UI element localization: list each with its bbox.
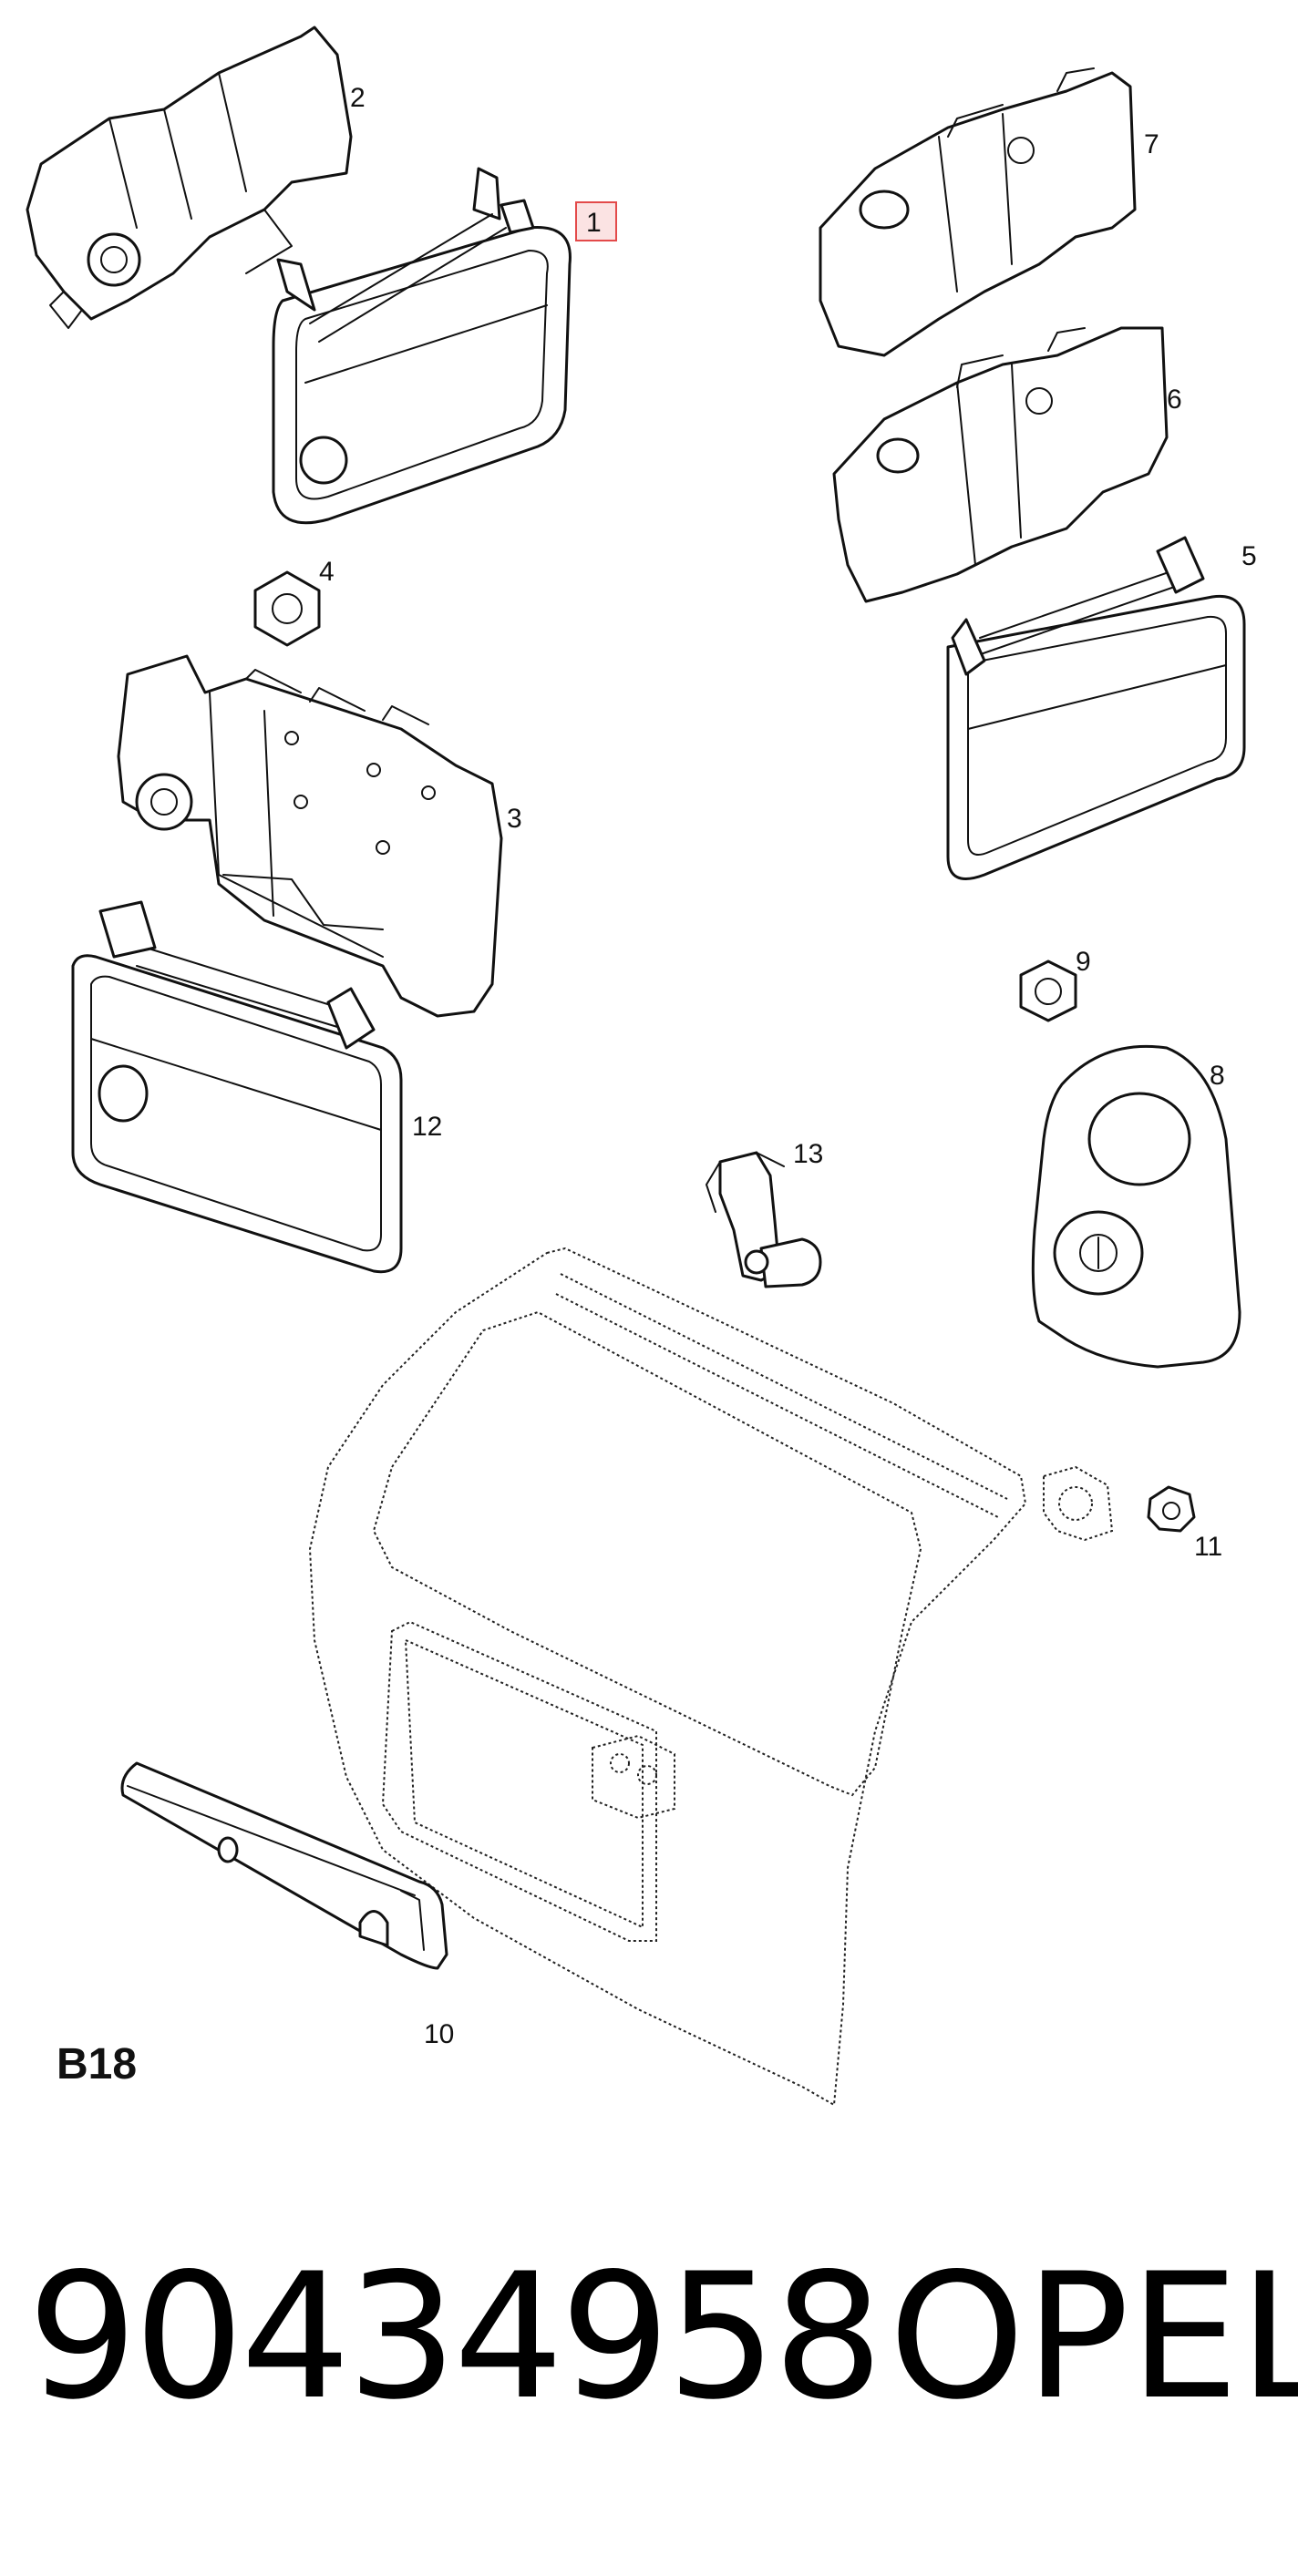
callout-13: 13	[793, 1139, 823, 1169]
callout-1: 1	[586, 208, 602, 238]
part-2-bracket	[26, 26, 353, 329]
callout-3: 3	[507, 804, 522, 834]
part-13-clip	[706, 1151, 822, 1288]
callout-11: 11	[1194, 1532, 1222, 1562]
exploded-parts-diagram: 1 2 3 4 5 6 7 8 9 10 11 12 13	[26, 26, 1257, 2107]
callout-12: 12	[412, 1112, 442, 1142]
tailgate-panel	[308, 1247, 1114, 2107]
part-7-bracket	[819, 67, 1137, 357]
callout-1-highlight	[575, 201, 617, 241]
part-11-grommet	[1147, 1485, 1196, 1533]
diagram-code: B18	[57, 2040, 138, 2089]
callout-7: 7	[1144, 129, 1159, 159]
part-5-door-handle	[946, 536, 1246, 880]
part-3-bracket	[117, 654, 503, 1018]
part-6-bracket	[832, 326, 1169, 603]
callout-4: 4	[319, 557, 335, 587]
part-number: 90434958	[27, 2236, 883, 2437]
callout-8: 8	[1210, 1061, 1225, 1091]
part-8-lock-cover	[1031, 1044, 1241, 1369]
part-9-nut	[1019, 960, 1077, 1022]
part-12-door-handle	[71, 900, 403, 1274]
callout-6: 6	[1167, 385, 1182, 415]
callout-2: 2	[350, 83, 366, 113]
brand-name: OPEL	[889, 2236, 1298, 2437]
callout-10: 10	[424, 2019, 454, 2049]
callout-9: 9	[1076, 947, 1091, 977]
part-4-nut	[253, 570, 321, 647]
part-1-door-handle	[272, 167, 572, 525]
part-10-trim-strip	[120, 1761, 448, 1970]
callout-5: 5	[1241, 541, 1257, 571]
